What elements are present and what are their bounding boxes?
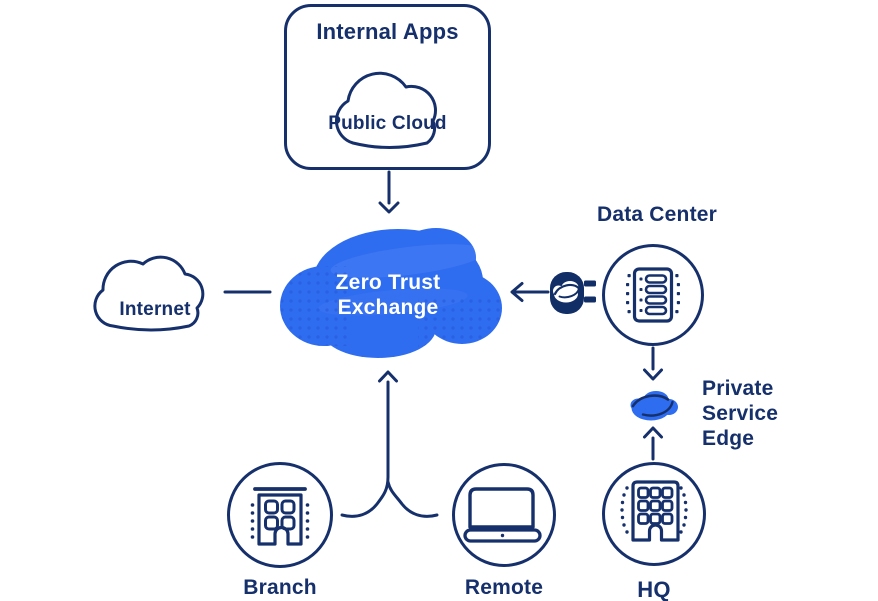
remote-label: Remote: [464, 576, 544, 599]
laptop-icon: [463, 487, 542, 543]
zero-trust-exchange-cloud: [280, 228, 502, 358]
exchange-label: Zero Trust Exchange: [335, 271, 441, 319]
arrow-hq-to-private-service-edge: [643, 426, 663, 461]
office-building-icon: [250, 487, 310, 546]
server-icon: [626, 267, 680, 323]
data-center-label: Data Center: [596, 203, 718, 226]
hq-building-icon: [620, 480, 688, 542]
remote-circle: [452, 463, 556, 567]
arrow-branch-remote-to-exchange: [340, 370, 439, 518]
plug-icon: [550, 272, 596, 314]
zscaler-logo-icon: [553, 281, 581, 303]
arrow-datacenter-to-private-service-edge: [643, 346, 663, 381]
arrow-datacenter-to-exchange: [510, 282, 550, 302]
hq-label: HQ: [637, 577, 671, 601]
private-service-edge-label: Private Service Edge: [702, 377, 779, 450]
internet-label: Internet: [119, 299, 191, 320]
public-cloud-icon: [335, 71, 437, 149]
private-service-edge-icon: [630, 391, 678, 421]
public-cloud-label: Public Cloud: [328, 113, 447, 134]
internet-cloud-icon: [93, 255, 205, 332]
hq-circle: [602, 462, 706, 566]
data-center-circle: [602, 244, 704, 346]
internal-apps-title: Internal Apps: [316, 19, 459, 44]
internal-apps-box: Internal Apps Public Cloud: [284, 4, 491, 170]
branch-label: Branch: [243, 576, 317, 599]
branch-circle: [227, 462, 333, 568]
arrow-internal-apps-to-exchange: [378, 170, 400, 214]
